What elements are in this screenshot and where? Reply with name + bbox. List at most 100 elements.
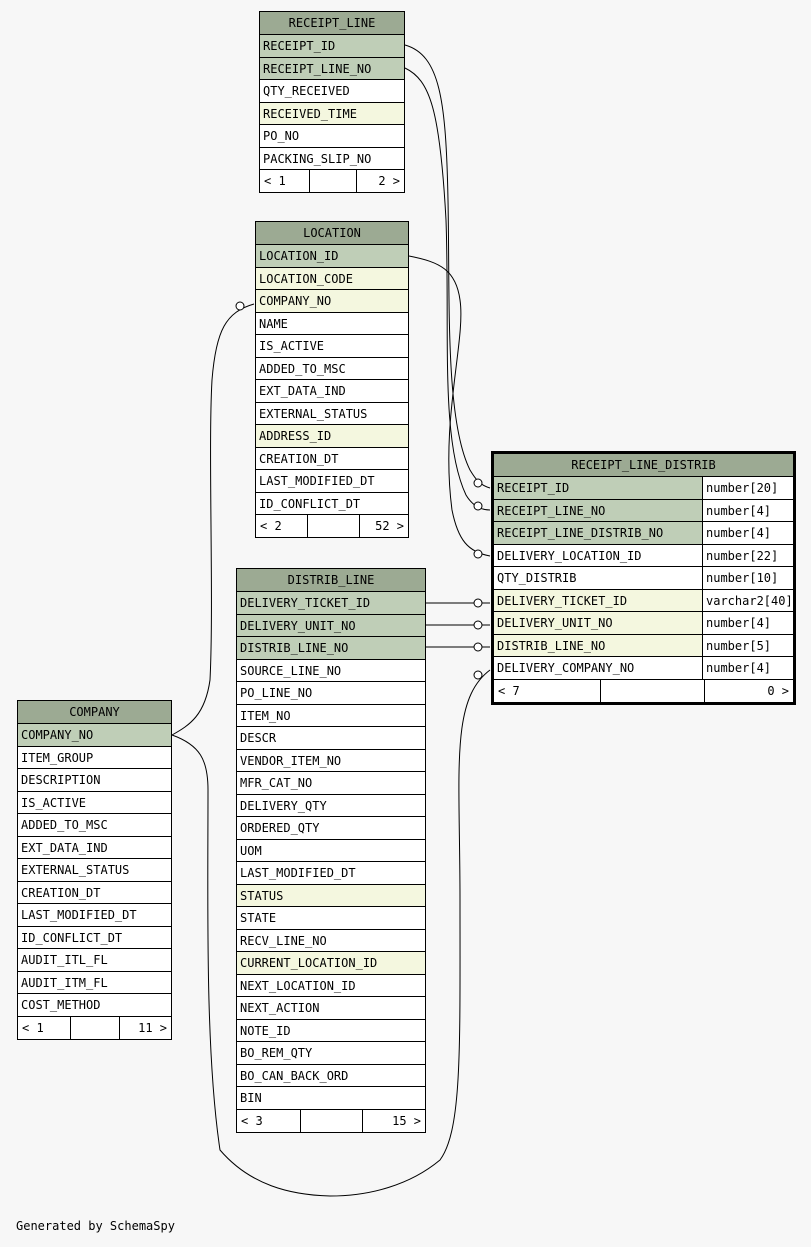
column-row[interactable]: ID_CONFLICT_DT	[256, 493, 408, 515]
column-row[interactable]: DELIVERY_TICKET_ID	[237, 592, 425, 615]
column-row[interactable]: COMPANY_NO	[18, 724, 171, 747]
optional-cardinality-marker	[473, 549, 483, 559]
column-row[interactable]: ID_CONFLICT_DT	[18, 927, 171, 949]
table-distrib-line[interactable]: DISTRIB_LINE DELIVERY_TICKET_ID DELIVERY…	[236, 568, 426, 1133]
column-name: DISTRIB_LINE_NO	[240, 641, 349, 655]
column-row[interactable]: NOTE_ID	[237, 1020, 425, 1042]
column-name: AUDIT_ITL_FL	[21, 953, 108, 967]
column-row[interactable]: ADDED_TO_MSC	[256, 358, 408, 380]
table-header[interactable]: LOCATION	[256, 222, 408, 245]
column-row[interactable]: EXTERNAL_STATUS	[18, 859, 171, 882]
column-row[interactable]: STATUS	[237, 884, 425, 907]
column-row[interactable]: ITEM_NO	[237, 705, 425, 727]
column-row[interactable]: RECV_LINE_NO	[237, 930, 425, 952]
column-row[interactable]: COMPANY_NO	[256, 290, 408, 313]
column-name: DESCRIPTION	[21, 773, 101, 787]
column-name: RECEIPT_LINE_NO	[497, 503, 606, 518]
column-name: RECEIPT_LINE_NO	[263, 61, 372, 76]
parents-count[interactable]: < 7	[494, 679, 601, 702]
column-row[interactable]: CREATION_DT	[256, 448, 408, 470]
column-row[interactable]: PACKING_SLIP_NO	[260, 148, 404, 170]
column-name: BIN	[240, 1091, 262, 1105]
column-row[interactable]: NEXT_ACTION	[237, 997, 425, 1020]
column-row[interactable]: MFR_CAT_NO	[237, 772, 425, 795]
optional-cardinality-marker	[473, 478, 483, 488]
children-count[interactable]: 15 >	[392, 1113, 421, 1128]
column-name: DESCR	[240, 731, 277, 745]
table-receipt-line[interactable]: RECEIPT_LINE RECEIPT_ID RECEIPT_LINE_NO …	[259, 11, 405, 193]
column-row[interactable]: RECEIPT_ID	[260, 35, 404, 58]
table-company[interactable]: COMPANY COMPANY_NO ITEM_GROUP DESCRIPTIO…	[17, 700, 172, 1040]
column-row[interactable]: DELIVERY_UNIT_NO	[237, 614, 425, 637]
column-name: CREATION_DT	[259, 451, 339, 466]
table-header[interactable]: COMPANY	[18, 701, 171, 724]
column-row[interactable]: LOCATION_ID	[256, 245, 408, 268]
column-type: number[5]	[702, 634, 793, 656]
column-row[interactable]: NAME	[256, 313, 408, 335]
column-type: varchar2[40]	[702, 589, 793, 611]
column-row[interactable]: CREATION_DT	[18, 882, 171, 904]
column-row[interactable]: CURRENT_LOCATION_ID	[237, 952, 425, 975]
column-row[interactable]: DESCRIPTION	[18, 769, 171, 792]
footer-spacer	[308, 515, 360, 537]
column-row[interactable]: LOCATION_CODE	[256, 267, 408, 290]
parents-count[interactable]: < 2	[256, 515, 308, 537]
column-row[interactable]: STATE	[237, 907, 425, 930]
parents-count[interactable]: < 1	[18, 1016, 71, 1039]
column-row[interactable]: QTY_RECEIVED	[260, 80, 404, 103]
column-row[interactable]: PO_NO	[260, 125, 404, 148]
column-row[interactable]: UOM	[237, 840, 425, 862]
column-row[interactable]: LAST_MODIFIED_DT	[18, 904, 171, 927]
column-row[interactable]: BIN	[237, 1087, 425, 1110]
column-row[interactable]: ORDERED_QTY	[237, 817, 425, 840]
children-count[interactable]: 11 >	[138, 1020, 167, 1035]
column-row[interactable]: IS_ACTIVE	[18, 792, 171, 814]
column-row[interactable]: DISTRIB_LINE_NO	[237, 637, 425, 660]
column-row[interactable]: EXT_DATA_IND	[256, 380, 408, 403]
column-row[interactable]: RECEIPT_LINE_NO	[260, 57, 404, 80]
column-row[interactable]: ADDED_TO_MSC	[18, 814, 171, 837]
table-header[interactable]: RECEIPT_LINE_DISTRIB	[494, 454, 793, 477]
children-count[interactable]: 0 >	[767, 683, 789, 698]
column-row[interactable]: EXT_DATA_IND	[18, 837, 171, 859]
table-footer: < 1 2 >	[260, 170, 404, 192]
column-row[interactable]: AUDIT_ITM_FL	[18, 972, 171, 994]
column-row[interactable]: RECEIVED_TIME	[260, 102, 404, 125]
edge-company-no	[171, 303, 255, 736]
column-row[interactable]: BO_CAN_BACK_ORD	[237, 1065, 425, 1087]
column-row[interactable]: VENDOR_ITEM_NO	[237, 750, 425, 772]
column-row[interactable]: COST_METHOD	[18, 994, 171, 1017]
column-row[interactable]: ITEM_GROUP	[18, 747, 171, 769]
table-header[interactable]: RECEIPT_LINE	[260, 12, 404, 35]
column-row[interactable]: LAST_MODIFIED_DT	[237, 862, 425, 885]
column-row[interactable]: EXTERNAL_STATUS	[256, 403, 408, 425]
column-row[interactable]: AUDIT_ITL_FL	[18, 949, 171, 972]
parents-count[interactable]: < 1	[260, 170, 310, 192]
column-row[interactable]: BO_REM_QTY	[237, 1042, 425, 1065]
column-row[interactable]: PO_LINE_NO	[237, 682, 425, 705]
column-name: DELIVERY_UNIT_NO	[240, 618, 356, 633]
column-row[interactable]: SOURCE_LINE_NO	[237, 660, 425, 682]
table-header[interactable]: DISTRIB_LINE	[237, 569, 425, 592]
column-row[interactable]: DESCR	[237, 727, 425, 750]
column-row[interactable]: DELIVERY_QTY	[237, 795, 425, 817]
column-name: QTY_RECEIVED	[263, 84, 350, 98]
column-row[interactable]: LAST_MODIFIED_DT	[256, 470, 408, 493]
column-row[interactable]: IS_ACTIVE	[256, 335, 408, 358]
parents-count[interactable]: < 3	[237, 1109, 301, 1132]
children-count[interactable]: 52 >	[375, 519, 404, 533]
table-location[interactable]: LOCATION LOCATION_ID LOCATION_CODE COMPA…	[255, 221, 409, 538]
column-row[interactable]: NEXT_LOCATION_ID	[237, 975, 425, 997]
children-count[interactable]: 2 >	[378, 174, 400, 188]
column-row[interactable]: ADDRESS_ID	[256, 425, 408, 448]
